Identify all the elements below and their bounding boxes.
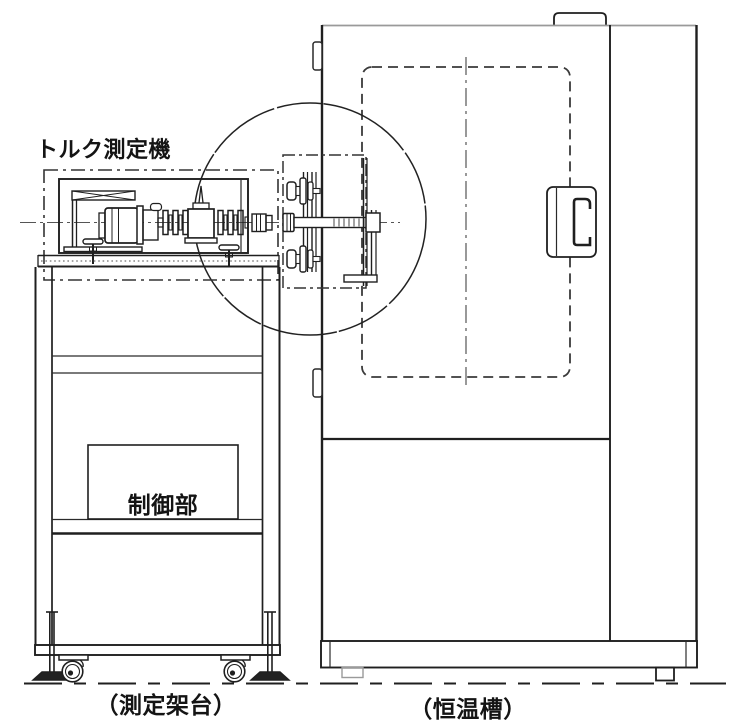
motor	[98, 202, 163, 245]
torque-machine-envelope	[43, 169, 279, 281]
motor-bracket	[63, 190, 143, 253]
leveling-foot-left	[31, 611, 73, 681]
chamber-outline	[320, 12, 698, 642]
machine-housing	[58, 178, 249, 254]
inner-bracket	[343, 158, 381, 286]
torque-sensor	[184, 185, 218, 244]
caster-wheel-left	[58, 654, 89, 683]
door-hinge-top	[312, 41, 323, 71]
door-window-hidden-outline	[361, 57, 571, 385]
stand-tabletop	[37, 254, 280, 268]
shaft-adapter	[251, 213, 273, 233]
flange-bolt-top	[286, 177, 321, 205]
door-handle	[546, 186, 597, 258]
coupling-right	[217, 209, 249, 236]
holddown-clamp-right	[218, 244, 240, 266]
coupling-left	[157, 209, 189, 236]
door-hinge-bottom	[312, 368, 323, 398]
stand-caption: （測定架台）	[95, 692, 237, 718]
leveling-foot-right	[249, 611, 291, 681]
flange-bolt-bottom	[286, 245, 321, 273]
control-unit-label: 制御部	[127, 492, 199, 518]
chamber-base	[320, 640, 698, 682]
control-unit-box	[87, 444, 239, 520]
torque-machine-label: トルク測定機	[36, 137, 172, 162]
feedthrough-shaft	[282, 212, 375, 233]
chamber-caption: （恒温槽）	[409, 696, 527, 722]
holddown-clamp-left	[82, 238, 104, 264]
caster-wheel-right	[220, 654, 251, 683]
